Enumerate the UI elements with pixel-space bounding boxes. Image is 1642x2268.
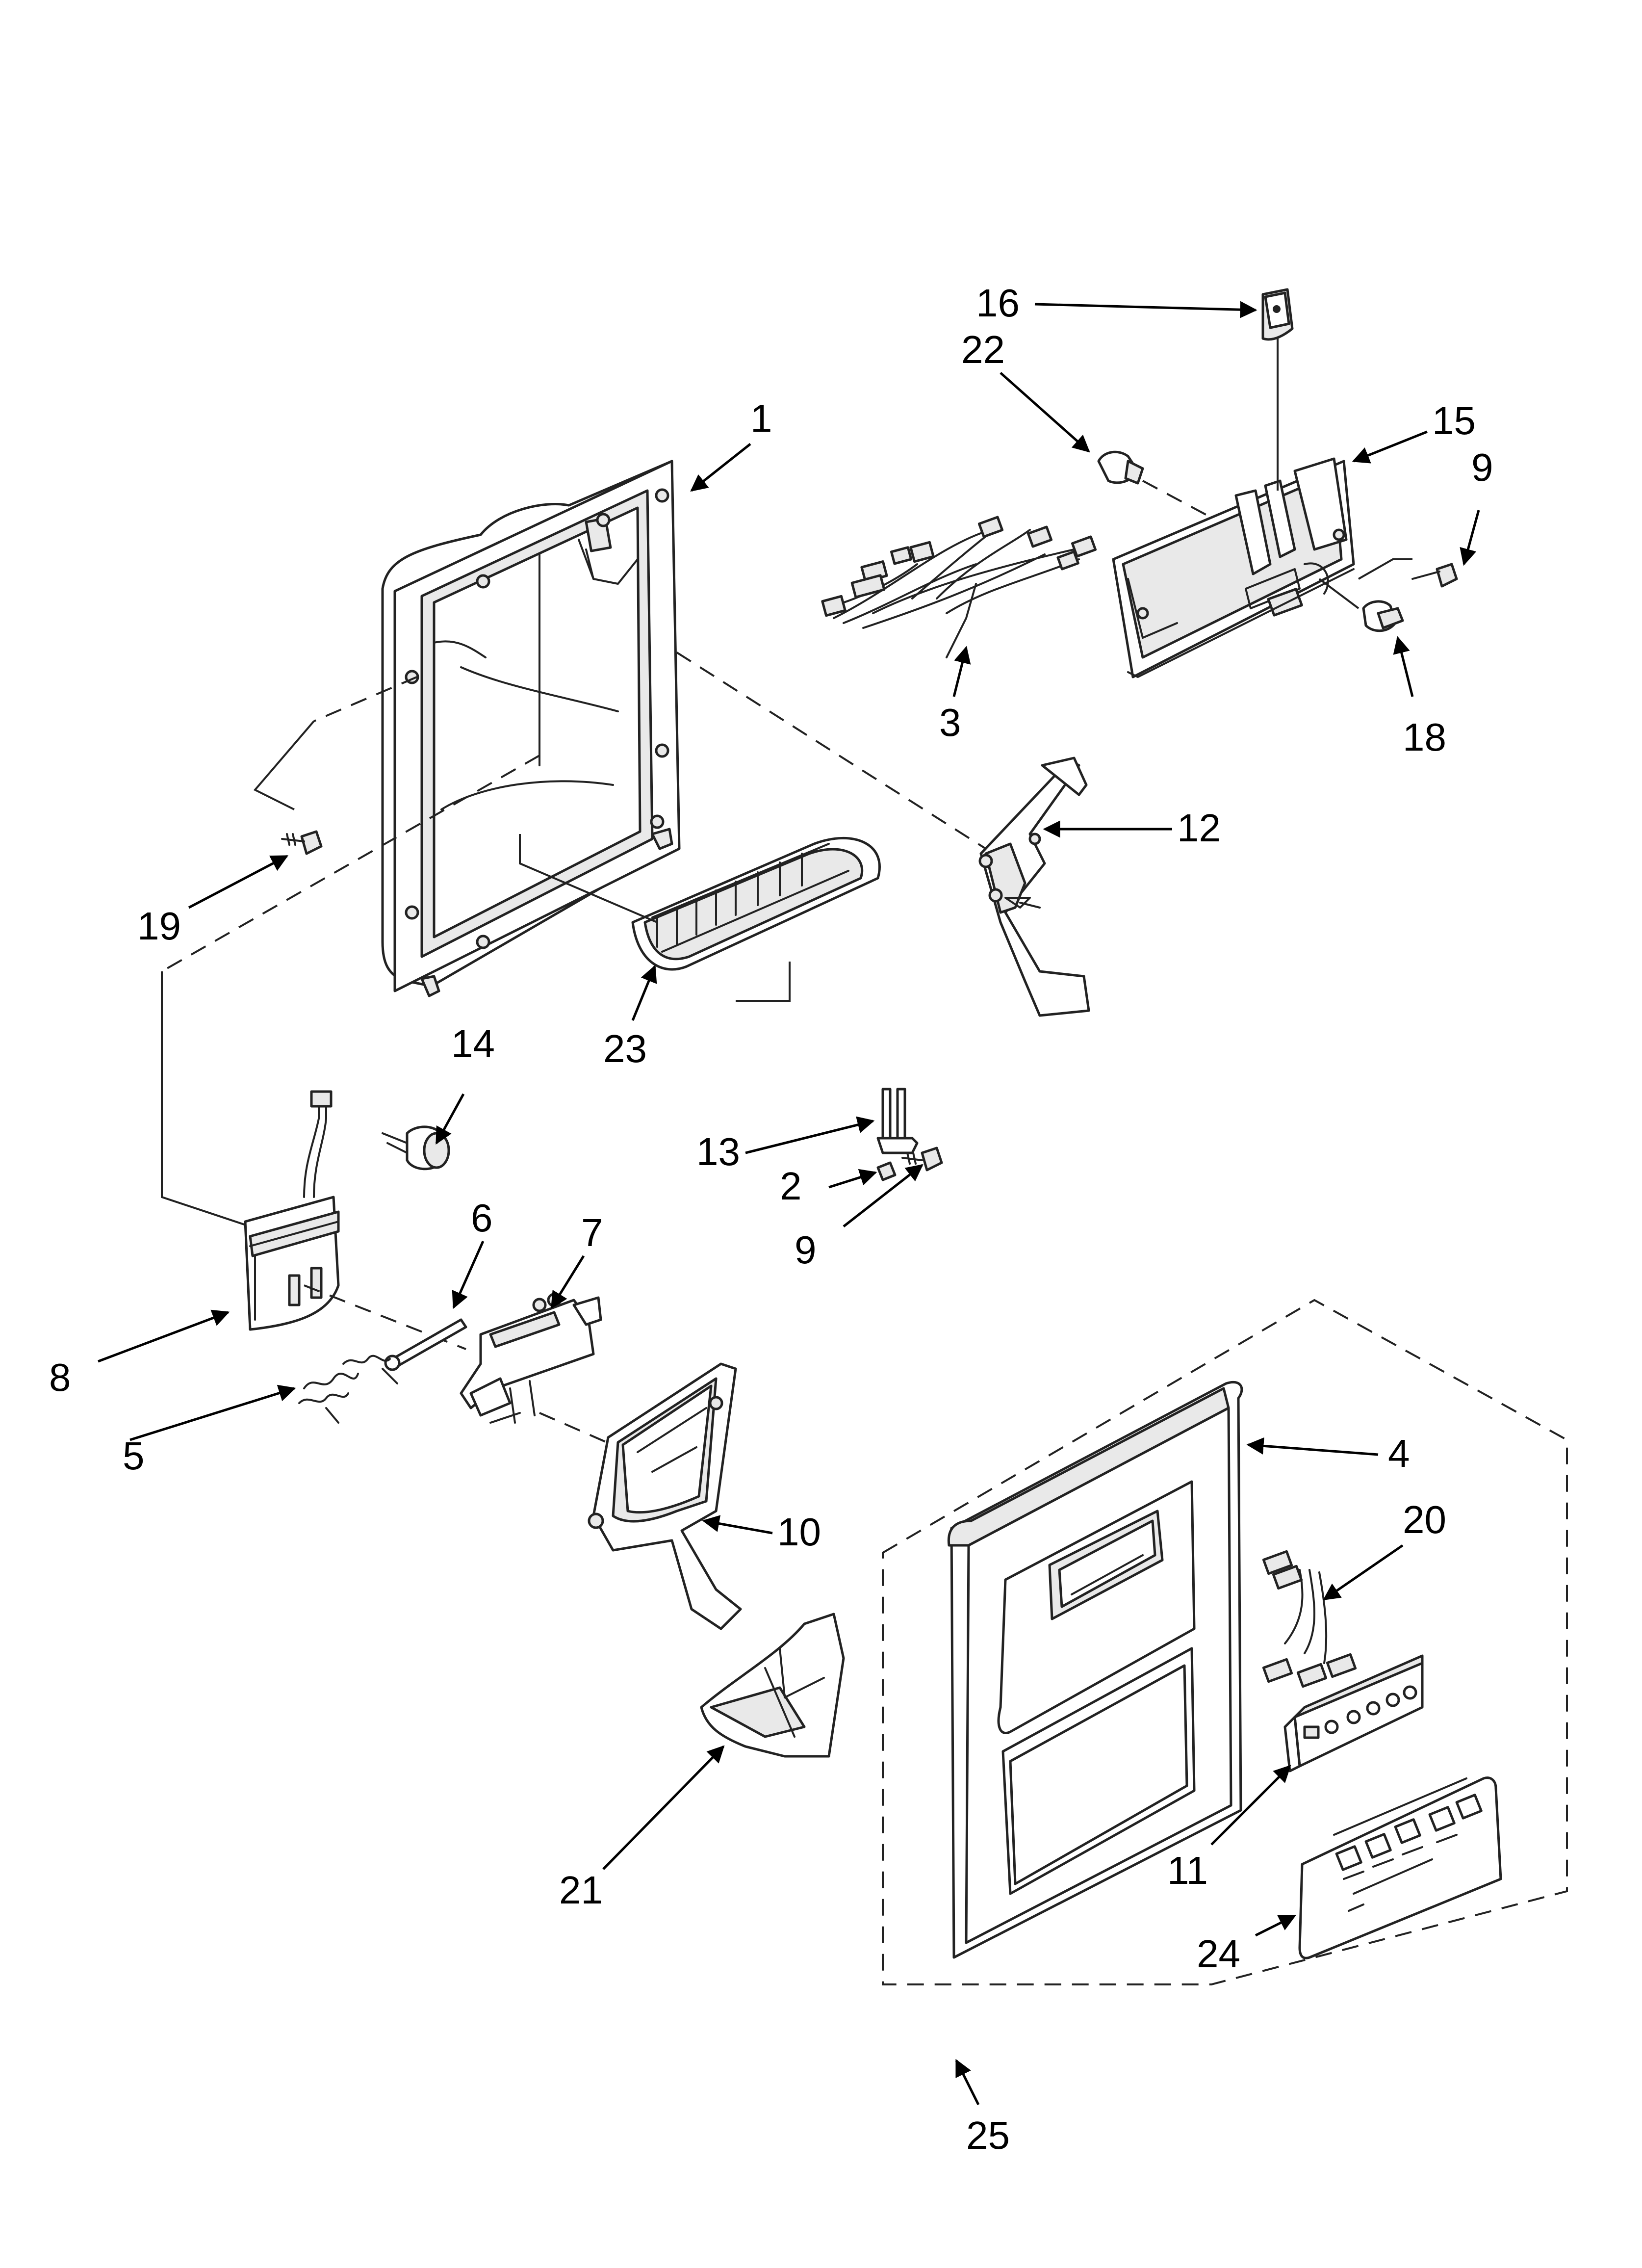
- part-22-bulb: [1097, 450, 1212, 519]
- part-6-pin: [384, 1318, 467, 1371]
- callout-15: 15: [1432, 399, 1476, 443]
- part-7-hinge: [460, 1293, 602, 1424]
- part-25-assembly-boundary: [882, 1299, 1568, 1985]
- part-20-control-harness: [1262, 1550, 1357, 1688]
- callout-7: 7: [581, 1211, 603, 1254]
- callout-leaders: [98, 301, 1480, 2106]
- callout-16: 16: [976, 281, 1020, 325]
- callout-9-upper: 9: [1471, 445, 1493, 489]
- callout-25: 25: [966, 2113, 1010, 2157]
- part-9-screw-upper: [1358, 558, 1458, 588]
- part-12-ice-paddle: [978, 756, 1090, 1017]
- part-5-springs: [298, 1355, 398, 1424]
- callout-12: 12: [1177, 806, 1221, 850]
- callout-18: 18: [1403, 715, 1446, 759]
- part-14-solenoid: [382, 1125, 450, 1171]
- callout-4: 4: [1388, 1432, 1410, 1475]
- callout-14: 14: [451, 1022, 495, 1066]
- part-10-water-paddle: [588, 1362, 742, 1630]
- part-24-control-overlay: [1298, 1776, 1502, 1959]
- part-19-screw: [281, 830, 323, 855]
- part-13-shim: [876, 1088, 919, 1154]
- callout-3: 3: [939, 701, 961, 744]
- callout-10: 10: [777, 1510, 821, 1554]
- callout-21: 21: [559, 1868, 603, 1912]
- callout-20: 20: [1403, 1498, 1446, 1541]
- callout-9-middle: 9: [795, 1228, 817, 1272]
- callout-5: 5: [123, 1434, 145, 1478]
- connector-line-1-12: [676, 652, 987, 850]
- callout-22: 22: [961, 328, 1005, 371]
- callout-13: 13: [696, 1130, 740, 1173]
- callout-11: 11: [1167, 1849, 1208, 1892]
- callout-8: 8: [49, 1356, 71, 1399]
- part-2-clip: [876, 1161, 897, 1181]
- callout-6: 6: [471, 1196, 493, 1240]
- part-1-housing-frame: [381, 460, 681, 997]
- part-18-socket: [1318, 578, 1404, 632]
- part-21-ice-chute: [700, 1613, 845, 1758]
- part-23-drip-tray: [519, 834, 881, 1002]
- part-8-motor: [244, 1090, 466, 1350]
- part-11-control-board: [1283, 1654, 1424, 1773]
- part-4-front-panel: [947, 1381, 1243, 1959]
- part-9-screw-middle: [901, 1147, 943, 1172]
- connector-lines-left: [161, 676, 540, 1227]
- callout-24: 24: [1197, 1932, 1240, 1976]
- part-16-switch: [1261, 288, 1294, 491]
- connector-line-7-10: [539, 1412, 618, 1448]
- callout-19: 19: [137, 904, 181, 948]
- callout-2: 2: [780, 1164, 802, 1208]
- part-3-wire-harness: [821, 516, 1097, 658]
- callout-23: 23: [603, 1027, 647, 1070]
- callout-labels: 16 22 1 15 9 3 18 12 19 14 23 13 2 9 6 7…: [49, 281, 1493, 2157]
- callout-1: 1: [750, 396, 772, 440]
- part-15-dispenser-bracket: [1112, 457, 1355, 678]
